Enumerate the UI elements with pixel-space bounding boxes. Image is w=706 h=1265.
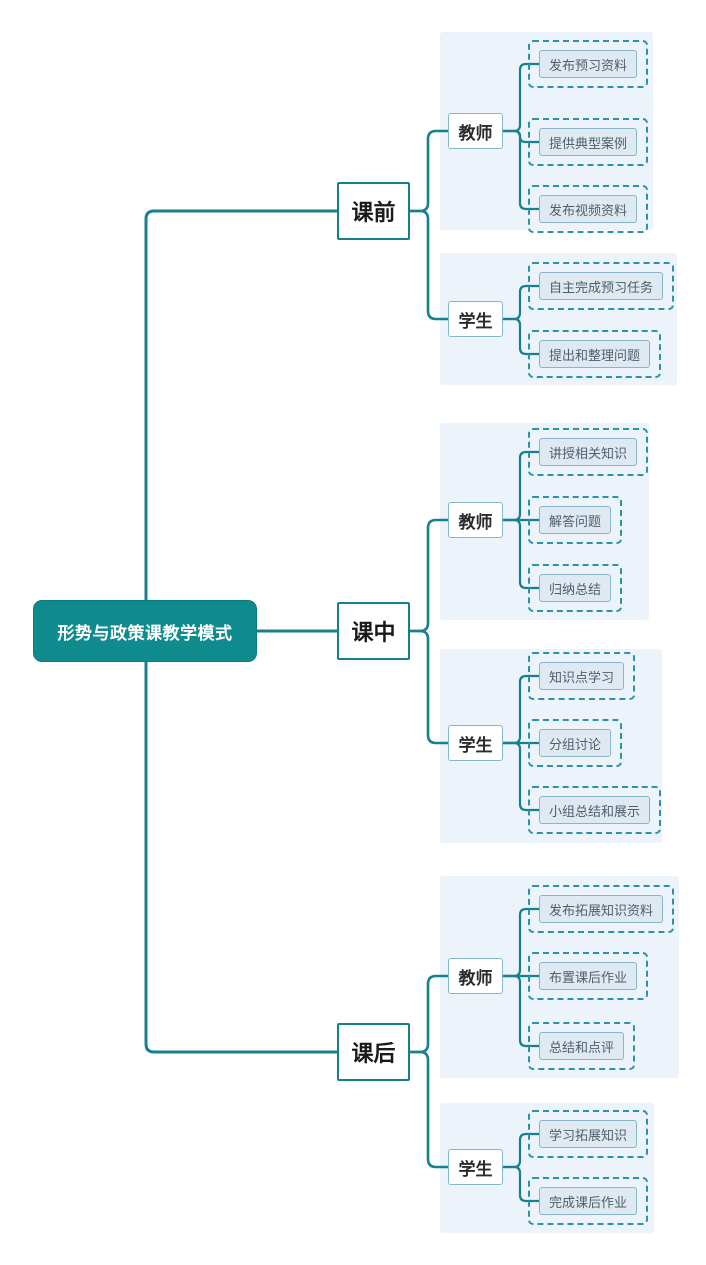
leaf-node[interactable]: 归纳总结 (528, 564, 623, 612)
leaf-label: 布置课后作业 (549, 969, 628, 985)
group-node-after-class-teacher[interactable]: 教师 (448, 958, 503, 994)
stage-label: 课中 (351, 620, 396, 645)
group-node-in-class-teacher[interactable]: 教师 (448, 502, 503, 538)
leaf-node[interactable]: 知识点学习 (528, 652, 636, 700)
leaf-label: 知识点学习 (549, 669, 615, 685)
group-label: 学生 (458, 735, 493, 755)
leaf-label: 解答问题 (549, 513, 602, 529)
leaf-label: 发布视频资料 (549, 202, 628, 218)
leaf-label: 完成课后作业 (549, 1194, 628, 1210)
leaf-label: 讲授相关知识 (549, 445, 628, 461)
leaf-label: 发布拓展知识资料 (549, 902, 654, 918)
group-node-pre-class-teacher[interactable]: 教师 (448, 113, 503, 149)
connector-line (410, 518, 448, 633)
group-node-after-class-student[interactable]: 学生 (448, 1149, 503, 1185)
leaf-node[interactable]: 发布拓展知识资料 (528, 885, 675, 933)
group-label: 教师 (458, 968, 493, 988)
leaf-node[interactable]: 小组总结和展示 (528, 786, 662, 834)
leaf-node[interactable]: 提供典型案例 (528, 118, 649, 166)
leaf-label: 分组讨论 (549, 736, 602, 752)
connector-line (410, 129, 448, 213)
leaf-node[interactable]: 解答问题 (528, 496, 623, 544)
leaf-label: 小组总结和展示 (549, 803, 641, 819)
leaf-label: 提供典型案例 (549, 135, 628, 151)
group-node-in-class-student[interactable]: 学生 (448, 725, 503, 761)
root-node[interactable]: 形势与政策课教学模式 (33, 600, 257, 662)
group-label: 学生 (458, 1159, 493, 1179)
leaf-node[interactable]: 分组讨论 (528, 719, 623, 767)
leaf-label: 自主完成预习任务 (549, 279, 654, 295)
connector-line (503, 518, 547, 590)
connector-line (410, 974, 448, 1054)
leaf-node[interactable]: 发布预习资料 (528, 40, 649, 88)
root-label: 形势与政策课教学模式 (57, 623, 233, 643)
leaf-node[interactable]: 布置课后作业 (528, 952, 649, 1000)
leaf-node[interactable]: 总结和点评 (528, 1022, 636, 1070)
leaf-node[interactable]: 发布视频资料 (528, 185, 649, 233)
group-label: 教师 (458, 123, 493, 143)
stage-node-pre-class[interactable]: 课前 (337, 182, 410, 240)
stage-label: 课后 (351, 1041, 396, 1066)
stage-node-after-class[interactable]: 课后 (337, 1023, 410, 1081)
leaf-node[interactable]: 自主完成预习任务 (528, 262, 675, 310)
group-label: 教师 (458, 512, 493, 532)
leaf-label: 学习拓展知识 (549, 1127, 628, 1143)
leaf-node[interactable]: 完成课后作业 (528, 1177, 649, 1225)
connector-line (144, 209, 337, 600)
leaf-label: 提出和整理问题 (549, 347, 641, 363)
connector-line (410, 1050, 448, 1169)
connector-line (503, 741, 547, 812)
connector-line (144, 662, 337, 1054)
connector-line (503, 129, 547, 211)
connector-line (503, 1165, 547, 1203)
leaf-label: 发布预习资料 (549, 57, 628, 73)
connector-line (503, 974, 547, 1048)
group-node-pre-class-student[interactable]: 学生 (448, 301, 503, 337)
leaf-label: 归纳总结 (549, 581, 602, 597)
connector-line (410, 629, 448, 745)
connector-line (410, 209, 448, 321)
connector-line (503, 317, 547, 356)
leaf-node[interactable]: 学习拓展知识 (528, 1110, 649, 1158)
leaf-node[interactable]: 提出和整理问题 (528, 330, 662, 378)
group-label: 学生 (458, 311, 493, 331)
leaf-label: 总结和点评 (549, 1039, 615, 1055)
leaf-node[interactable]: 讲授相关知识 (528, 428, 649, 476)
stage-label: 课前 (351, 200, 396, 225)
stage-node-in-class[interactable]: 课中 (337, 602, 410, 660)
